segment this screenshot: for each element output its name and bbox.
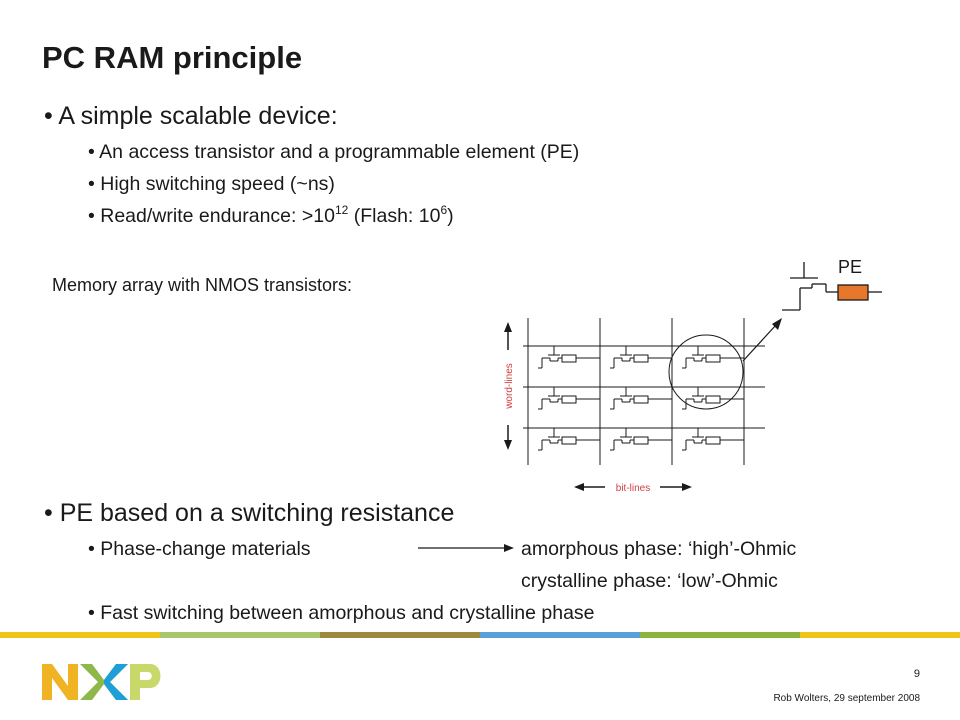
footer-bar-segment <box>800 632 960 638</box>
slide-title: PC RAM principle <box>42 40 303 75</box>
arrow-left-icon <box>574 483 584 491</box>
footer-bar-segment <box>0 632 160 638</box>
nxp-logo <box>42 664 161 700</box>
pe-label: PE <box>838 257 862 277</box>
arrow-down-icon <box>504 440 512 450</box>
memory-cells <box>538 346 744 451</box>
footer-bar-segment <box>480 632 640 638</box>
pointer-arrow <box>742 324 777 362</box>
footer-bar-segment <box>640 632 800 638</box>
phase-arrow-icon <box>418 544 514 552</box>
author-date: Rob Wolters, 29 september 2008 <box>773 693 920 704</box>
footer-bar-segment <box>160 632 320 638</box>
arrow-right-icon <box>682 483 692 491</box>
memory-cell <box>610 387 672 410</box>
section2-fast-item: • Fast switching between amorphous and c… <box>88 602 595 624</box>
section2-phase-item: • Phase-change materials <box>88 538 311 560</box>
memory-cell <box>682 428 744 451</box>
footer-color-bar <box>0 632 960 638</box>
footer-bar-segment <box>320 632 480 638</box>
memory-cell <box>610 428 672 451</box>
memory-cell <box>682 387 744 410</box>
memory-cell <box>538 346 600 369</box>
page-number: 9 <box>913 668 920 680</box>
phase-result-amorphous: amorphous phase: ‘high’-Ohmic <box>521 538 797 560</box>
pointer-arrowhead <box>772 318 782 330</box>
section1-item-endurance: • Read/write endurance: >1012 (Flash: 10… <box>88 203 454 227</box>
arrow-up-icon <box>504 322 512 332</box>
memory-cell <box>538 428 600 451</box>
section1-item-2: • High switching speed (~ns) <box>88 173 335 195</box>
enlarged-cell <box>782 262 882 311</box>
pe-resistor <box>837 284 869 301</box>
section1-heading: • A simple scalable device: <box>44 102 338 130</box>
cell-highlight-circle <box>668 334 744 410</box>
phase-result-crystalline: crystalline phase: ‘low’-Ohmic <box>521 570 778 592</box>
memory-cell <box>610 346 672 369</box>
section2-heading: • PE based on a switching resistance <box>44 499 455 527</box>
wordlines-label: word-lines <box>504 363 515 410</box>
bitlines-label: bit-lines <box>616 483 650 494</box>
section1-item-1: • An access transistor and a programmabl… <box>88 141 580 163</box>
memory-cell <box>538 387 600 410</box>
memory-array-label: Memory array with NMOS transistors: <box>52 275 353 295</box>
